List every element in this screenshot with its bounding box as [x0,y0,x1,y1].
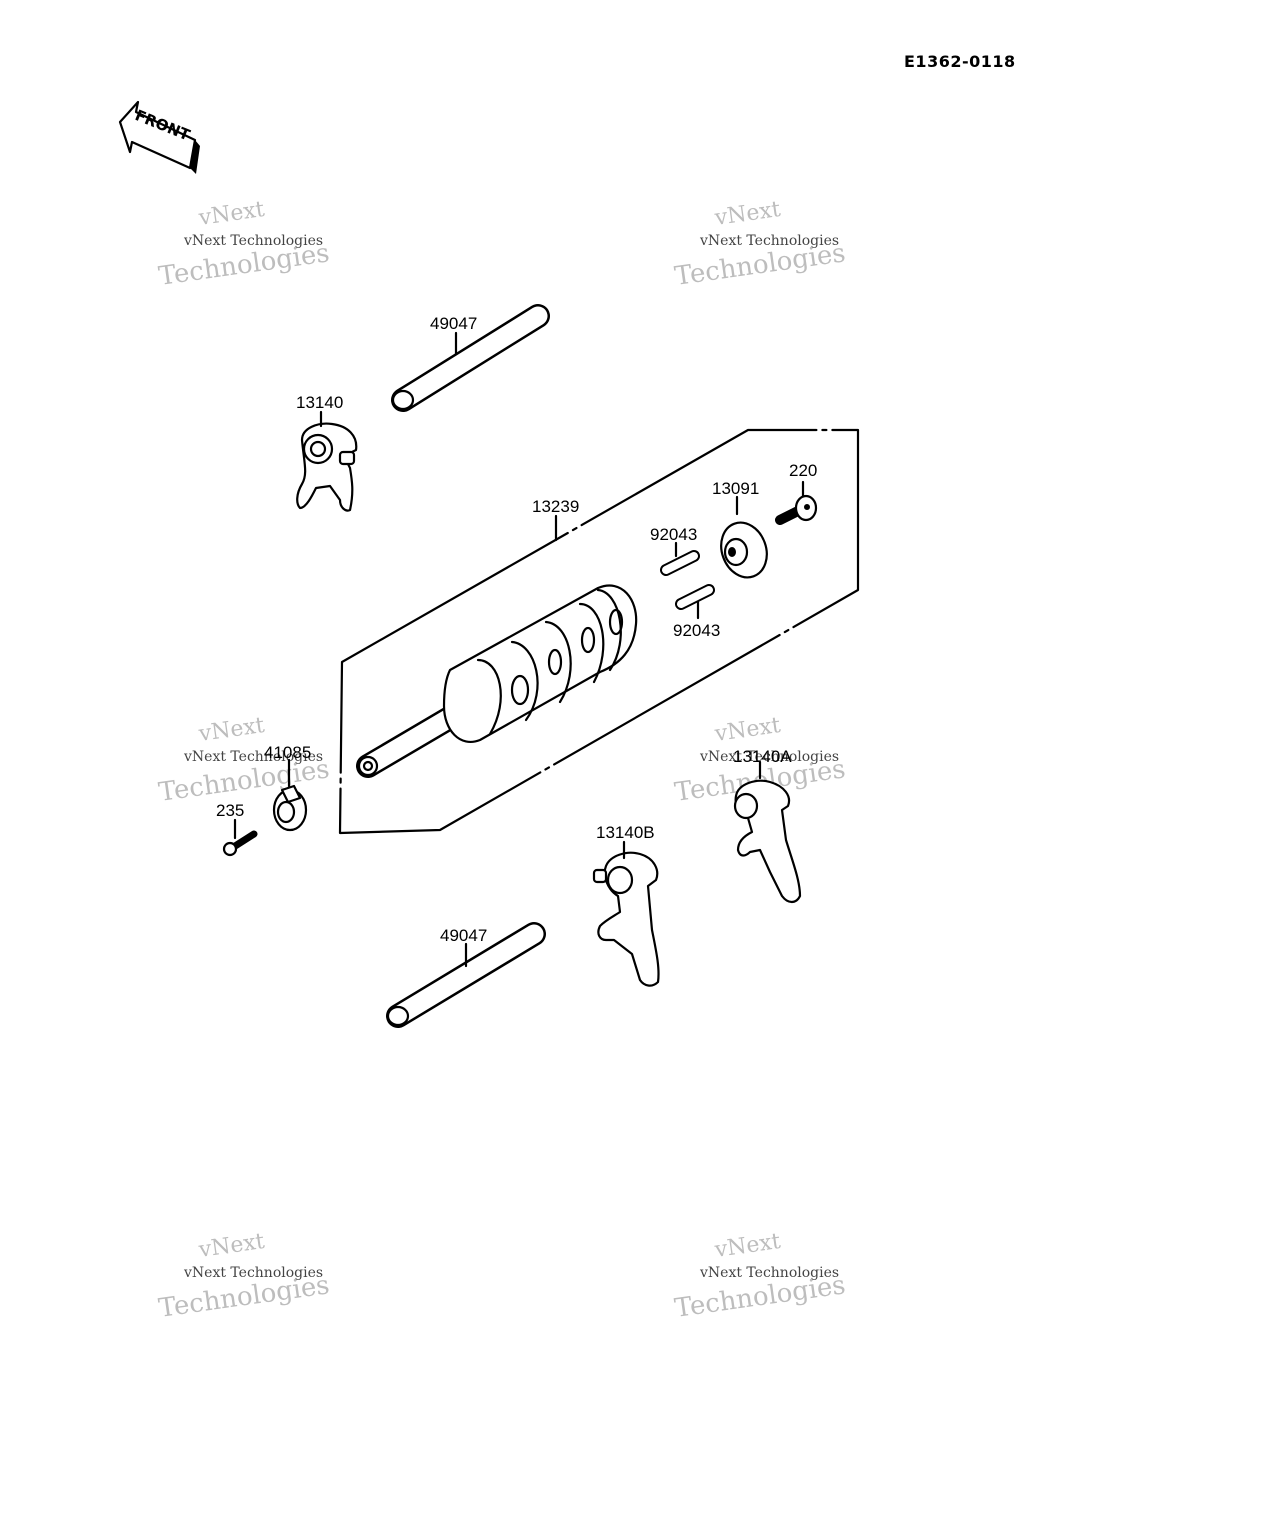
watermark-text: vNext [196,1229,266,1263]
watermark-text: vNext Technologies [183,1265,323,1281]
label-13091: 13091 [712,479,759,498]
label-220: 220 [789,461,817,480]
cam-41085 [272,784,308,832]
label-41085: 41085 [264,743,311,762]
watermark-text: vNext [196,713,266,747]
watermark-text: vNext [712,1229,782,1263]
watermark-bottom-right: vNext vNext Technologies Technologies [673,1229,848,1324]
watermark-text: vNext Technologies [699,1265,839,1281]
pin-upper [660,550,700,576]
watermark-top-left: vNext vNext Technologies Technologies [157,197,332,292]
label-92043-upper: 92043 [650,525,697,544]
label-92043-lower: 92043 [673,621,720,640]
label-13140A: 13140A [733,747,792,766]
label-13140: 13140 [296,393,343,412]
watermark-text: vNext [712,197,782,231]
label-13239: 13239 [532,497,579,516]
label-235: 235 [216,801,244,820]
shift-drum [356,584,638,778]
assembly-outline [338,428,860,835]
watermark-top-right: vNext vNext Technologies Technologies [673,197,848,292]
watermark-text: vNext Technologies [183,233,323,249]
pin-lower [675,584,715,610]
watermark-text: vNext Technologies [699,749,839,765]
watermark-bottom-left: vNext vNext Technologies Technologies [157,1229,332,1324]
label-13140B: 13140B [596,823,655,842]
pin-holder [720,521,768,579]
shaft-bottom [386,922,546,1028]
shift-fork-13140b [592,851,660,987]
screw-235 [222,830,258,857]
watermark-text: vNext [712,713,782,747]
shift-fork-13140a [733,779,802,904]
watermark-text: vNext Technologies [699,233,839,249]
watermark-text: vNext [196,197,266,231]
label-49047-bottom: 49047 [440,926,487,945]
shaft-top [391,304,550,412]
document-id: E1362-0118 [904,52,1016,71]
label-49047-top: 49047 [430,314,477,333]
shift-fork-13140 [296,422,358,512]
screw-220 [775,494,818,525]
front-arrow-icon: FRONT [118,100,200,174]
